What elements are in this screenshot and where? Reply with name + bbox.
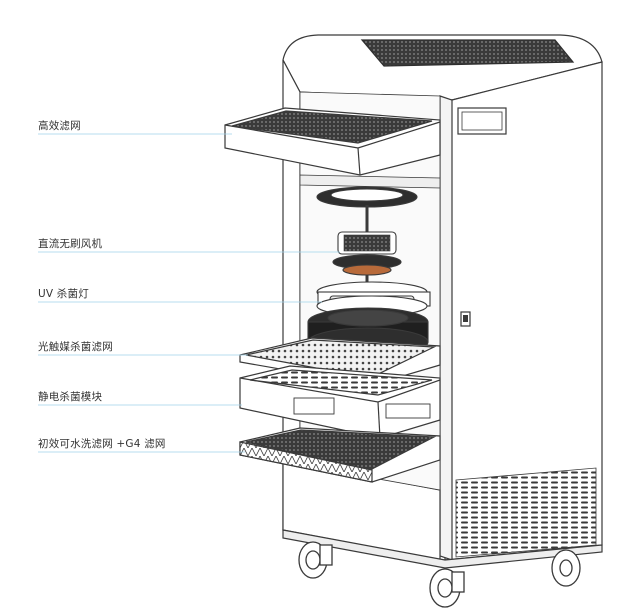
wheel-front-right [429,568,465,608]
label-photocatalyst-filter: 光触媒杀菌滤网 [38,341,113,353]
wheel-front-left [298,541,333,579]
photocatalyst-filter [239,337,441,386]
label-hepa-filter: 高效滤网 [38,120,81,132]
label-dc-brushless-fan: 直流无刷风机 [38,238,103,250]
pre-filter [239,427,441,483]
label-uv-lamp: UV 杀菌灯 [38,288,89,300]
wheel-back-right [551,549,581,587]
top-vent [360,39,575,67]
hepa-filter [224,107,441,176]
side-vent [455,467,597,558]
label-electrostatic-module: 静电杀菌模块 [38,391,103,403]
wheels [298,541,581,608]
leader-lines [38,133,340,453]
fan-assembly [316,186,418,290]
electrostatic-module [239,365,441,439]
label-prefilter-g4: 初效可水洗滤网 +G4 滤网 [38,438,166,450]
